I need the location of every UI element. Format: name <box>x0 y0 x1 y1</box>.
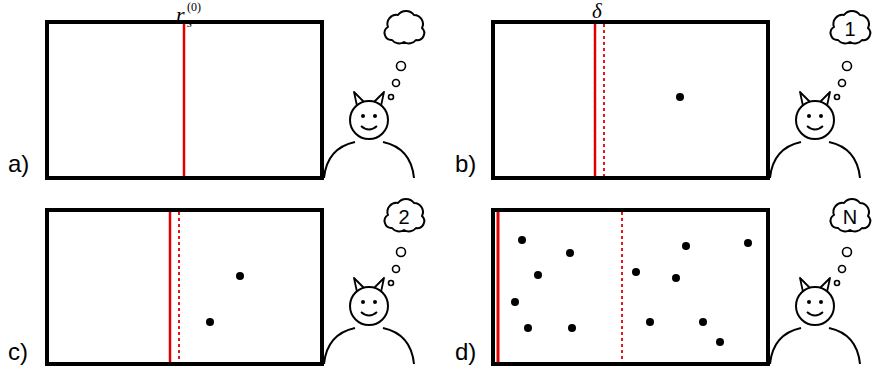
panel-label: a) <box>8 152 29 176</box>
piston-old-line <box>603 24 605 176</box>
panel-label: c) <box>8 340 28 364</box>
panel-box <box>493 210 768 364</box>
panel-box <box>47 210 322 364</box>
particles <box>511 236 752 346</box>
panel-label: d) <box>455 340 476 364</box>
panel-box <box>493 22 768 178</box>
thought-cloud: 1 <box>826 8 874 48</box>
cloud-number: N <box>826 207 874 227</box>
piston-old-line <box>621 212 623 362</box>
thought-cloud: N <box>826 196 874 236</box>
particle <box>676 93 684 101</box>
piston-old-line <box>178 212 180 362</box>
symbol-superscript: (0) <box>187 1 201 13</box>
demon-figure <box>770 248 860 365</box>
demon-figure <box>324 62 414 179</box>
symbol-label: r <box>176 4 185 26</box>
cloud-number: 2 <box>380 207 428 227</box>
particle <box>206 318 214 326</box>
panel-box <box>47 22 322 178</box>
demon-figure <box>324 248 414 365</box>
symbol-label: δ <box>592 1 602 22</box>
symbol-subscript: s <box>187 16 192 29</box>
piston-line <box>169 212 172 362</box>
demon-figure <box>770 62 860 179</box>
piston-line <box>497 212 500 362</box>
piston-line <box>183 24 186 176</box>
particle <box>236 272 244 280</box>
panel-label: b) <box>455 152 476 176</box>
thought-cloud: 2 <box>380 196 428 236</box>
piston-line <box>594 24 597 176</box>
thought-cloud <box>385 11 425 43</box>
cloud-number: 1 <box>826 19 874 39</box>
